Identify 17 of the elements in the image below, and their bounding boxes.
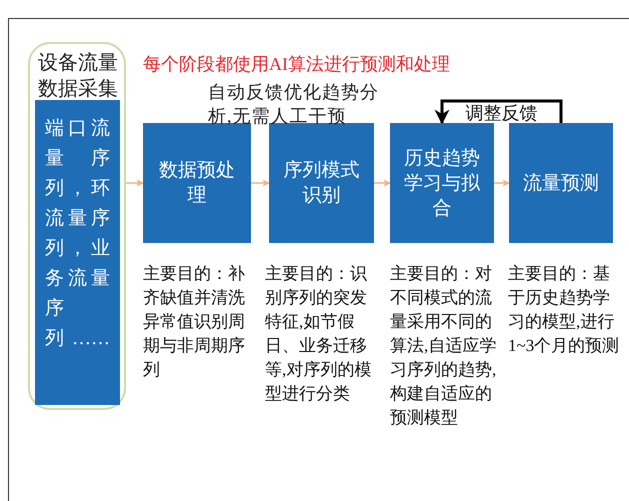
process-box: 数据预处理 [143, 123, 251, 243]
feedback-arrow [434, 100, 562, 124]
arrow [126, 179, 144, 187]
process-box: 历史趋势学习与拟合 [390, 123, 494, 243]
process-box: 端口流量序列，环流量序列，业务流量序列…… [35, 100, 120, 405]
arrow [251, 179, 270, 187]
process-box: 流量预测 [509, 123, 613, 243]
description-text: 主要目的：对不同模式的流量采用不同的算法,自适应学习序列的趋势,构建自适应的预测模型 [390, 263, 498, 429]
group-panel [28, 42, 126, 410]
description-text: 主要目的：补齐缺值并清洗异常值识别周期与非周期序列 [143, 263, 246, 381]
description-text: 主要目的：基于历史趋势学习的模型,进行1~3个月的预测 [508, 263, 620, 357]
group-title: 设备流量数据采集 [37, 51, 119, 102]
description-text: 主要目的：识别序列的突发特征,如节假日、业务迁移等,对序列的模型进行分类 [265, 263, 372, 405]
arrow [374, 179, 391, 187]
process-box: 序列模式识别 [269, 123, 374, 243]
note-heading: 每个阶段都使用AI算法进行预测和处理 [143, 53, 451, 76]
arrow [494, 179, 510, 187]
